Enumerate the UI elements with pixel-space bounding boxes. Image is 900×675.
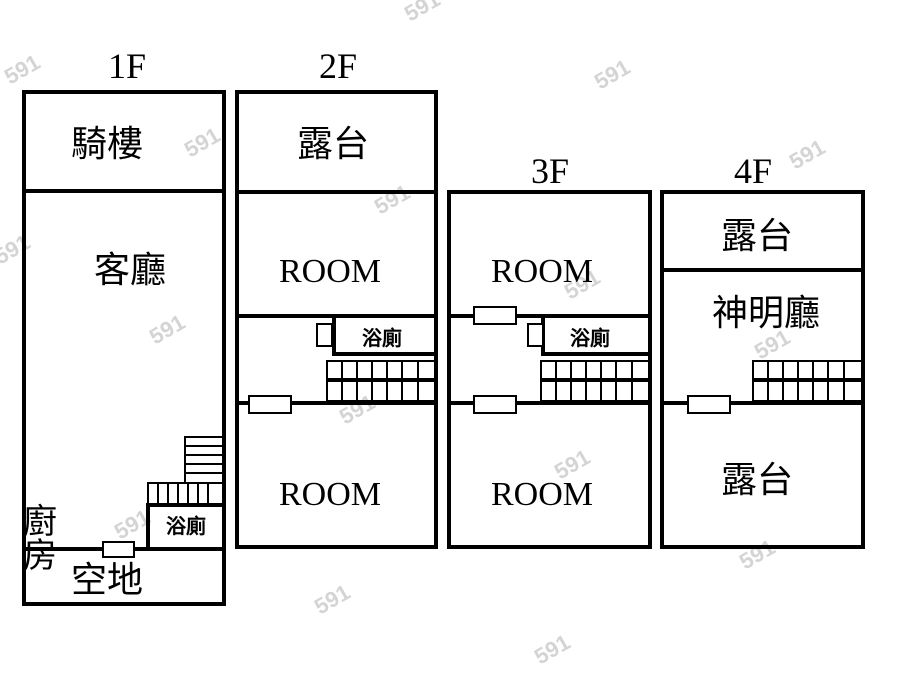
door xyxy=(248,395,292,414)
floor-1f: 1F 騎樓 客廳 廚房 浴廁 空地 xyxy=(18,46,226,606)
watermark: 591 xyxy=(0,49,44,89)
watermark: 591 xyxy=(145,309,189,349)
door xyxy=(473,395,517,414)
door xyxy=(473,306,517,325)
room-label-bathroom: 浴廁 xyxy=(570,326,610,350)
floor-label: 4F xyxy=(734,151,772,191)
door xyxy=(687,395,731,414)
watermark: 591 xyxy=(0,229,34,269)
watermark: 591 xyxy=(590,54,634,94)
room-label-balcony: 露台 xyxy=(721,216,793,256)
floor-label: 1F xyxy=(108,46,146,86)
room-label-kitchen: 廚房 xyxy=(18,503,56,571)
floor-label: 3F xyxy=(531,151,569,191)
staircase xyxy=(540,360,651,402)
door xyxy=(102,541,135,558)
floor-3f: 3F ROOM 浴廁 ROOM xyxy=(447,151,652,549)
room-label-bathroom: 浴廁 xyxy=(362,326,402,350)
staircase xyxy=(147,436,225,506)
watermark: 591 xyxy=(310,579,354,619)
watermark: 591 xyxy=(180,122,224,162)
room-label-open-space: 空地 xyxy=(71,560,143,600)
room-label-arcade: 騎樓 xyxy=(71,124,143,164)
floor-label: 2F xyxy=(319,46,357,86)
room-label-shrine-room: 神明廳 xyxy=(712,293,820,333)
floor-outline xyxy=(22,90,226,606)
room-label-living-room: 客廳 xyxy=(94,250,166,290)
watermark: 591 xyxy=(370,179,414,219)
watermark: 591 xyxy=(785,134,829,174)
room-label-room: ROOM xyxy=(279,476,381,513)
floor-2f: 2F 露台 ROOM 浴廁 ROOM xyxy=(235,46,438,549)
staircase xyxy=(752,360,864,402)
room-label-room: ROOM xyxy=(491,476,593,513)
watermark: 591 xyxy=(530,629,574,669)
staircase xyxy=(326,360,437,402)
room-label-bathroom: 浴廁 xyxy=(166,514,206,538)
watermark: 591 xyxy=(735,534,779,574)
room-label-room: ROOM xyxy=(491,253,593,290)
floor-4f: 4F 露台 神明廳 露台 xyxy=(660,151,865,549)
bathroom-door xyxy=(316,323,333,347)
bathroom-door xyxy=(527,323,544,347)
watermark: 591 xyxy=(400,0,444,26)
room-label-balcony: 露台 xyxy=(297,124,369,164)
room-label-balcony: 露台 xyxy=(721,460,793,500)
room-label-room: ROOM xyxy=(279,253,381,290)
